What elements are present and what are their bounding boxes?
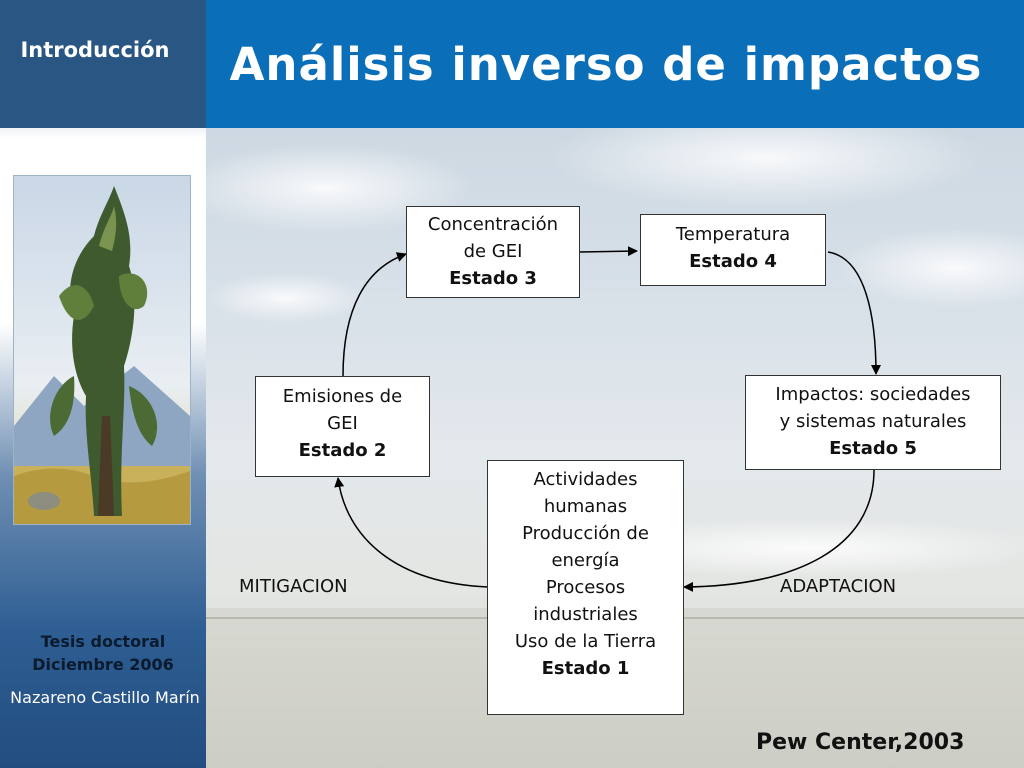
thesis-info: Tesis doctoral Diciembre 2006: [0, 630, 206, 676]
sidebar: Introducción Tesis doct: [0, 0, 206, 768]
adaptation-label: ADAPTACION: [780, 576, 897, 597]
state5-box: Impactos: sociedades y sistemas naturale…: [745, 375, 1001, 470]
arrow-state2-to-state3: [342, 252, 407, 377]
state2-line2: GEI: [327, 413, 358, 434]
author-text: Nazareno Castillo Marín: [10, 688, 200, 707]
cloud: [546, 128, 986, 208]
source-credit: Pew Center,2003: [756, 730, 965, 755]
thesis-date: Diciembre 2006: [32, 655, 174, 674]
section-title: Introducción: [20, 38, 170, 62]
state4-label: Estado 4: [689, 251, 777, 272]
state1-label: Estado 1: [541, 658, 630, 679]
state1-line7: Uso de la Tierra: [514, 631, 657, 652]
state3-line1: Concentración: [427, 214, 559, 235]
state5-label: Estado 5: [829, 438, 917, 459]
arrow-state4-to-state5: [827, 251, 881, 375]
state5-line2: y sistemas naturales: [779, 411, 967, 432]
state3-box: Concentración de GEI Estado 3: [406, 206, 580, 298]
cloud: [836, 228, 1024, 308]
state1-line2: humanas: [543, 496, 628, 517]
state2-label: Estado 2: [298, 440, 387, 461]
author-name: Nazareno Castillo Marín: [0, 686, 210, 710]
state1-line4: energía: [551, 550, 620, 571]
state3-label: Estado 3: [449, 268, 537, 289]
state2-box: Emisiones de GEI Estado 2: [255, 376, 430, 477]
diagram-area: Concentración de GEI Estado 3 Temperatur…: [206, 128, 1024, 768]
state1-box: Actividades humanas Producción de energí…: [487, 460, 684, 715]
section-tab: Introducción: [0, 0, 206, 128]
arrow-state1-to-state2: [334, 477, 489, 588]
state5-line1: Impactos: sociedades: [775, 384, 971, 405]
page-title: Análisis inverso de impactos: [229, 38, 983, 91]
arrow-state5-to-state1: [683, 469, 875, 592]
thesis-type: Tesis doctoral: [40, 632, 166, 651]
state3-line2: de GEI: [463, 241, 523, 262]
state1-line1: Actividades: [533, 469, 638, 490]
state1-line5: Procesos: [545, 577, 626, 598]
cloud: [206, 273, 366, 323]
tree-figure-drawing: [14, 176, 190, 524]
arrow-state3-to-state4: [579, 246, 638, 257]
state4-box: Temperatura Estado 4: [640, 214, 826, 286]
state2-line1: Emisiones de: [282, 386, 403, 407]
title-bar: Análisis inverso de impactos: [206, 0, 1024, 128]
state1-line3: Producción de: [522, 523, 649, 544]
state1-line6: industriales: [533, 604, 638, 625]
tree-figure-illustration: [13, 175, 191, 525]
state4-line1: Temperatura: [675, 224, 791, 245]
mitigation-label: MITIGACION: [239, 576, 348, 597]
